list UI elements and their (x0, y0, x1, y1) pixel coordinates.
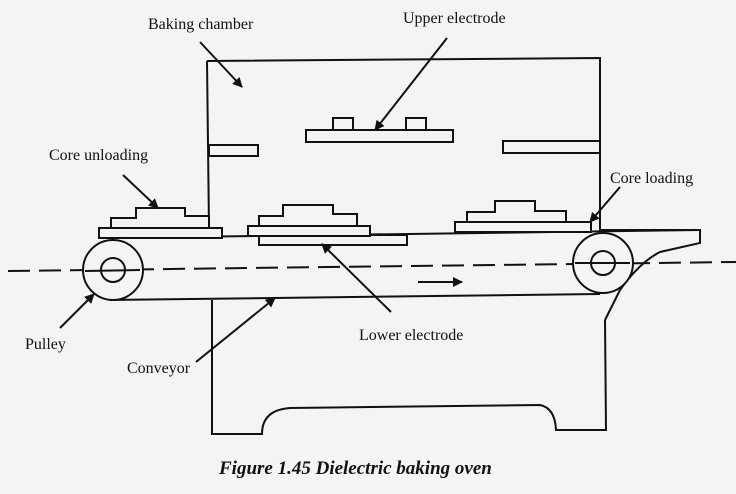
left-shelf (208, 144, 259, 157)
label-upper-electrode: Upper electrode (403, 10, 506, 27)
core-unloading-stack (98, 207, 223, 239)
upper-electrode-leader-arrow (374, 37, 448, 131)
label-core-loading: Core loading (610, 170, 693, 187)
baking-chamber-leader-arrow (199, 41, 243, 88)
core-in-chamber (247, 204, 408, 246)
pulley-leader-arrow (59, 293, 95, 329)
left-pulley (82, 239, 144, 301)
label-conveyor: Conveyor (127, 360, 191, 377)
right-pulley (572, 232, 634, 294)
figure-caption: Figure 1.45 Dielectric baking oven (218, 458, 492, 479)
core-loading-stack (454, 200, 592, 233)
core-loading-leader-arrow (589, 186, 621, 223)
label-lower-electrode: Lower electrode (359, 327, 463, 344)
label-core-unloading: Core unloading (49, 147, 148, 164)
lower-electrode-leader-arrow (321, 243, 392, 313)
upper-electrode (305, 117, 454, 143)
conveyor-leader-arrow (195, 297, 276, 363)
label-baking-chamber: Baking chamber (148, 16, 254, 33)
right-shelf (502, 140, 601, 154)
core-unloading-leader-arrow (122, 174, 159, 209)
label-pulley: Pulley (25, 336, 66, 353)
